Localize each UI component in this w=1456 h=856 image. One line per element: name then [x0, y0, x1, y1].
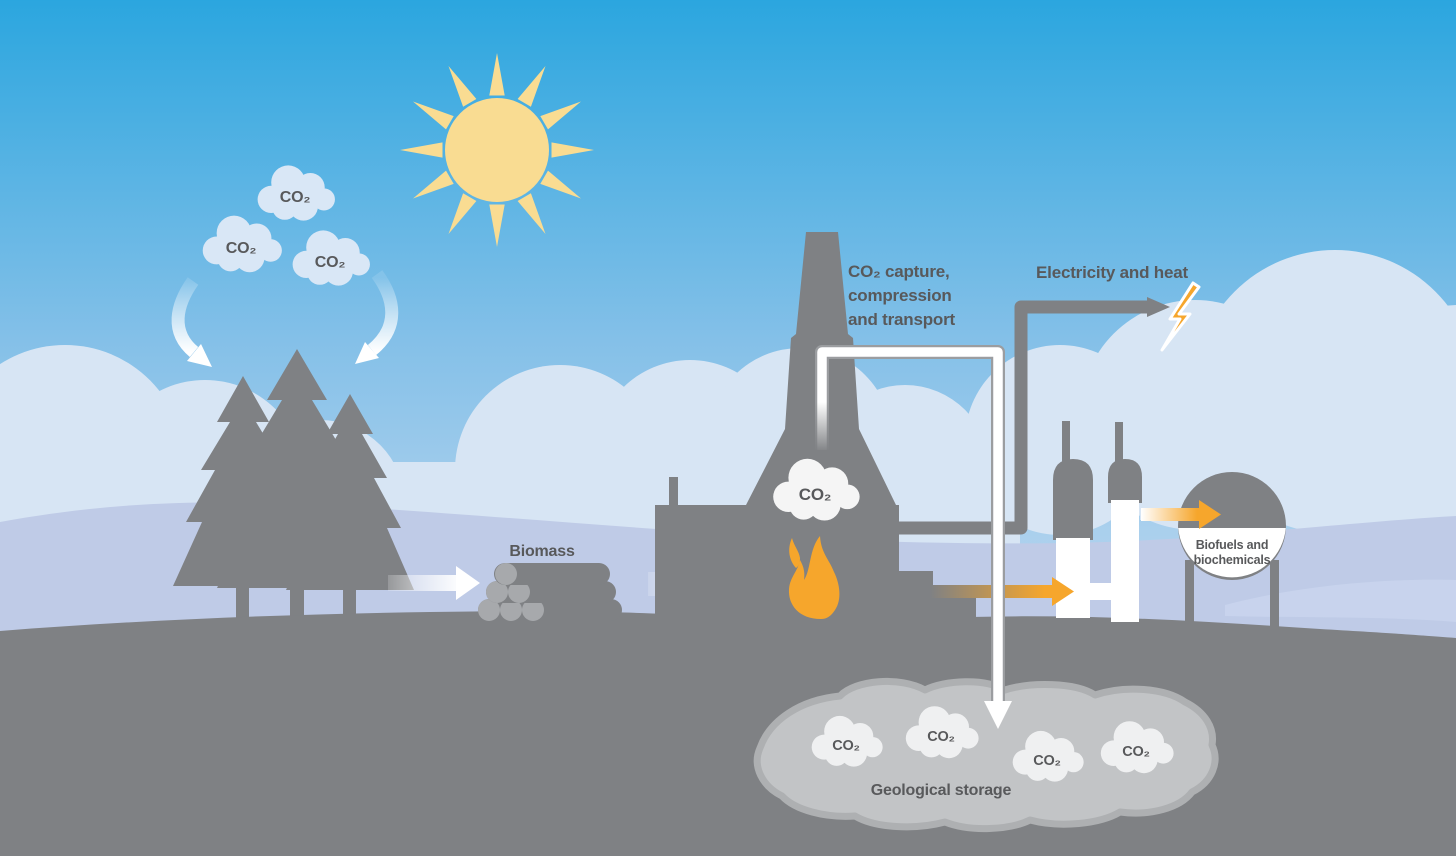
storage-co2-label-1: CO₂	[832, 738, 860, 754]
storage-co2-label-3: CO₂	[1033, 753, 1061, 769]
biofuels-tank: Biofuels and biochemicals	[1178, 472, 1286, 630]
storage-co2-cloud-2	[905, 706, 979, 759]
capture-label: CO₂ capture, compression and transport	[848, 262, 956, 329]
atmo-co2-cloud-1	[257, 165, 335, 221]
geological-storage-area	[753, 677, 1219, 832]
co2-injection-arrowhead	[984, 701, 1012, 729]
tower-2-dome	[1108, 459, 1142, 503]
co2-absorption-arrow-left	[171, 277, 212, 367]
svg-text:CO₂ capture,: CO₂ capture,	[848, 262, 950, 281]
svg-text:compression: compression	[848, 286, 952, 305]
tower-1-dome	[1053, 459, 1093, 540]
co2-absorption-arrow-right	[355, 270, 399, 364]
svg-text:and transport: and transport	[848, 310, 956, 329]
biomass-label: Biomass	[509, 543, 575, 560]
trees	[173, 349, 414, 624]
storage-co2-label-4: CO₂	[1122, 744, 1150, 760]
electricity-pipe	[888, 297, 1170, 535]
tower-1-body	[1056, 538, 1090, 618]
geological-storage-label: Geological storage	[871, 782, 1012, 799]
electricity-label: Electricity and heat	[1036, 263, 1188, 282]
co2-transport-pipe	[813, 345, 1012, 729]
tower-connector	[1088, 583, 1113, 600]
electricity-arrowhead	[1147, 297, 1170, 317]
plant-co2-cloud	[773, 458, 860, 521]
flame-icon	[788, 536, 840, 619]
biofuels-label-line1: Biofuels and	[1196, 538, 1269, 552]
sun-disc	[445, 98, 549, 202]
tower-2-body	[1111, 500, 1139, 622]
atmo-co2-cloud-2	[202, 215, 282, 273]
sun-icon	[400, 53, 594, 247]
biofuels-label-line2: biochemicals	[1194, 553, 1271, 567]
lightning-icon	[1160, 281, 1201, 352]
plant-co2-label: CO₂	[799, 485, 831, 504]
biofuels-tank-window	[1178, 528, 1286, 578]
hill-highlight	[1225, 579, 1456, 622]
atmo-co2-label-2: CO₂	[226, 240, 257, 257]
flow-arrow-trees-to-biomass	[388, 566, 480, 600]
sun-rays	[400, 53, 594, 247]
flow-arrow-tower-to-tank	[1141, 500, 1221, 529]
pipe-fade-into-plant	[813, 402, 831, 454]
atmo-co2-cloud-3	[292, 230, 370, 286]
storage-co2-cloud-4	[1100, 721, 1174, 774]
atmo-co2-label-3: CO₂	[315, 254, 346, 271]
processing-towers	[1053, 421, 1142, 622]
tree-left-trunk	[236, 586, 249, 622]
biomass-log-pile	[478, 563, 622, 621]
storage-co2-label-2: CO₂	[927, 729, 955, 745]
storage-co2-cloud-3	[1012, 730, 1084, 782]
storage-co2-cloud-1	[811, 715, 883, 767]
tree-center	[217, 349, 377, 588]
atmo-co2-label-1: CO₂	[280, 189, 311, 206]
